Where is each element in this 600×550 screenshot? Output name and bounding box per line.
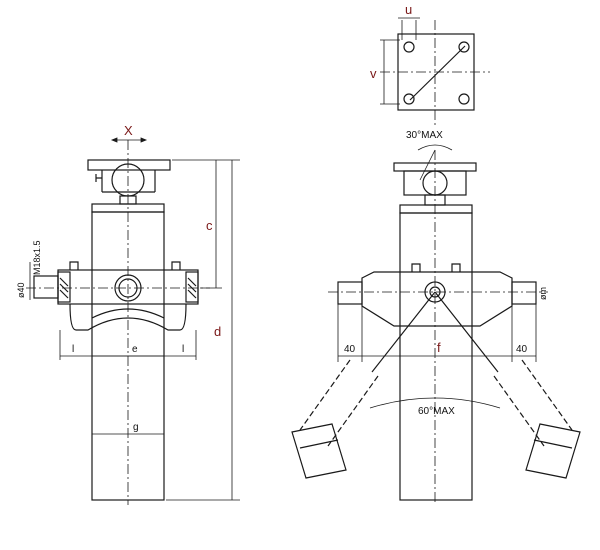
cylinder-body-front <box>399 212 473 501</box>
dim-label-l-left: l <box>72 344 74 355</box>
dim-label-dia40: ø40 <box>16 282 26 298</box>
left-pin <box>33 275 59 299</box>
dim-label-g: g <box>133 422 139 433</box>
dim-label-x: X <box>124 123 133 138</box>
front-trunnion-block <box>361 271 513 327</box>
dim-label-v: v <box>370 66 377 81</box>
trunnion-arch <box>69 303 187 331</box>
front-view <box>291 33 581 501</box>
dim-label-l-right: l <box>182 344 184 355</box>
dim-label-f: f <box>437 340 441 355</box>
bolt-hole-br <box>458 93 470 105</box>
side-view <box>33 159 199 501</box>
dim-label-angle60: 60°MAX <box>418 406 455 417</box>
swung-cap-left <box>291 423 347 479</box>
bolt-hole-tl <box>403 41 415 53</box>
dim-label-40-left: 40 <box>344 344 356 355</box>
dim-label-40-right: 40 <box>516 344 528 355</box>
swing-envelope <box>299 359 573 447</box>
dim-label-e: e <box>132 344 138 355</box>
dim-label-thread: M18x1.5 <box>32 240 42 275</box>
dim-label-c: c <box>206 218 213 233</box>
top-mount-plate <box>87 159 171 171</box>
dim-label-m: øm <box>538 287 548 300</box>
right-pin <box>185 271 199 303</box>
dim-label-d: d <box>214 324 221 339</box>
bolt-hole-bl <box>403 93 415 105</box>
bolt-hole-tr <box>458 41 470 53</box>
swung-cap-right <box>525 423 581 479</box>
dim-label-u: u <box>405 2 412 17</box>
dim-label-angle30: 30°MAX <box>406 130 443 141</box>
